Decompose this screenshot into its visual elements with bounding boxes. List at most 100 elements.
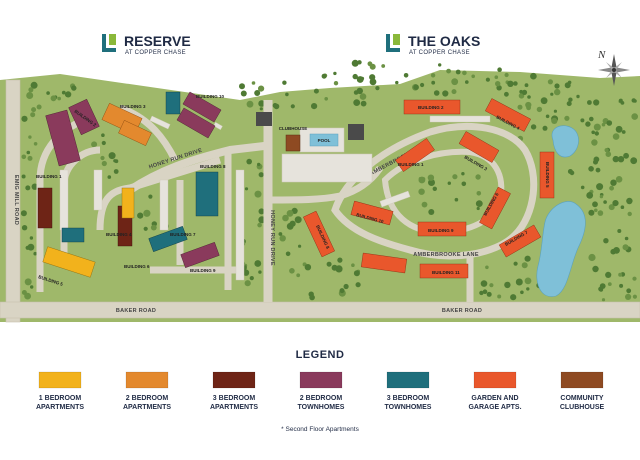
tree-icon [569,170,575,176]
tree-icon [515,278,523,286]
tree-icon [599,283,606,289]
tree-icon [28,87,34,93]
oaks-building [485,98,531,132]
tree-icon [624,236,629,241]
tree-icon [447,181,451,185]
tree-icon [258,270,262,274]
reserve-townhome-3br [165,91,181,115]
oaks-building-9-label: BUILDING 9 [428,228,454,233]
tree-icon [626,288,632,294]
tree-icon [594,208,598,213]
tree-icon [375,86,380,91]
clubhouse-label: CLUBHOUSE [279,126,308,131]
tree-icon [240,90,247,97]
tree-icon [50,95,57,102]
tree-icon [494,75,499,79]
tree-icon [24,278,32,286]
tree-icon [333,81,339,86]
tree-icon [524,255,531,262]
legend-label-line2: TOWNHOMES [385,404,432,411]
tree-icon [137,212,144,219]
tree-icon [551,117,558,124]
tree-icon [403,73,409,78]
tree-icon [143,226,148,231]
tree-icon [428,179,435,186]
parking-lot [213,121,223,131]
tree-icon [451,89,457,95]
tree-icon [475,200,483,208]
tree-icon [30,81,38,89]
tree-icon [580,185,585,190]
oaks-title: THE OAKS [408,33,480,49]
tree-icon [545,114,550,119]
tree-icon [278,232,283,236]
reserve-townhome [182,91,222,123]
tree-icon [356,87,363,95]
tree-icon [527,95,531,99]
tree-icon [282,80,287,85]
oaks-logo-icon [386,34,400,52]
reserve-apartment-2br [118,120,152,146]
oaks-building [539,151,555,199]
oaks-building-5-label: BUILDING 5 [545,162,550,188]
tree-icon [489,283,494,288]
tree-icon [251,81,256,85]
tree-icon [242,269,250,276]
amberbrooke-lower-label: AMBERBROOKE LANE [413,252,479,258]
tree-icon [108,152,116,160]
tree-icon [591,139,598,146]
tree-icon [351,59,359,67]
tree-icon [351,263,355,268]
reserve-apartment-1br [121,187,135,219]
tree-icon [605,271,612,278]
tree-icon [420,82,425,88]
compass-rose-icon [598,54,630,86]
tree-icon [589,116,594,122]
tree-icon [24,292,31,300]
reserve-townhome [180,242,220,268]
reserve-apartment-3br [37,187,53,229]
tree-icon [294,216,302,224]
tree-icon [564,82,571,89]
tree-icon [455,69,461,75]
tree-icon [597,210,604,216]
tree-icon [542,125,548,131]
tree-icon [381,64,386,68]
tree-icon [497,294,502,299]
tree-icon [580,118,585,123]
tree-icon [333,71,337,76]
reserve-townhome [176,107,216,139]
tree-icon [520,290,524,295]
tree-icon [485,77,490,82]
tree-icon [290,104,295,109]
garage-right [348,124,364,140]
oaks-building-2-label: BUILDING 2 [418,105,444,110]
tree-icon [497,67,502,72]
tree-icon [313,88,319,94]
legend-label-line2: TOWNHOMES [298,404,345,411]
pond-upper [551,125,579,158]
tree-icon [599,194,604,199]
pond-lower [536,201,586,297]
tree-icon [626,197,633,205]
tree-icon [254,90,261,96]
tree-icon [360,100,367,107]
tree-icon [279,235,286,242]
tree-icon [369,63,376,70]
parking-lot [379,190,411,208]
tree-icon [446,68,451,74]
tree-icon [46,91,50,95]
tree-icon [418,176,426,184]
oaks-building [479,186,511,230]
tree-icon [530,124,537,130]
tree-icon [254,260,262,267]
tree-icon [592,201,598,208]
tree-icon [30,112,36,118]
tree-icon [309,294,315,301]
legend-footnote: * Second Floor Apartments [281,426,359,433]
